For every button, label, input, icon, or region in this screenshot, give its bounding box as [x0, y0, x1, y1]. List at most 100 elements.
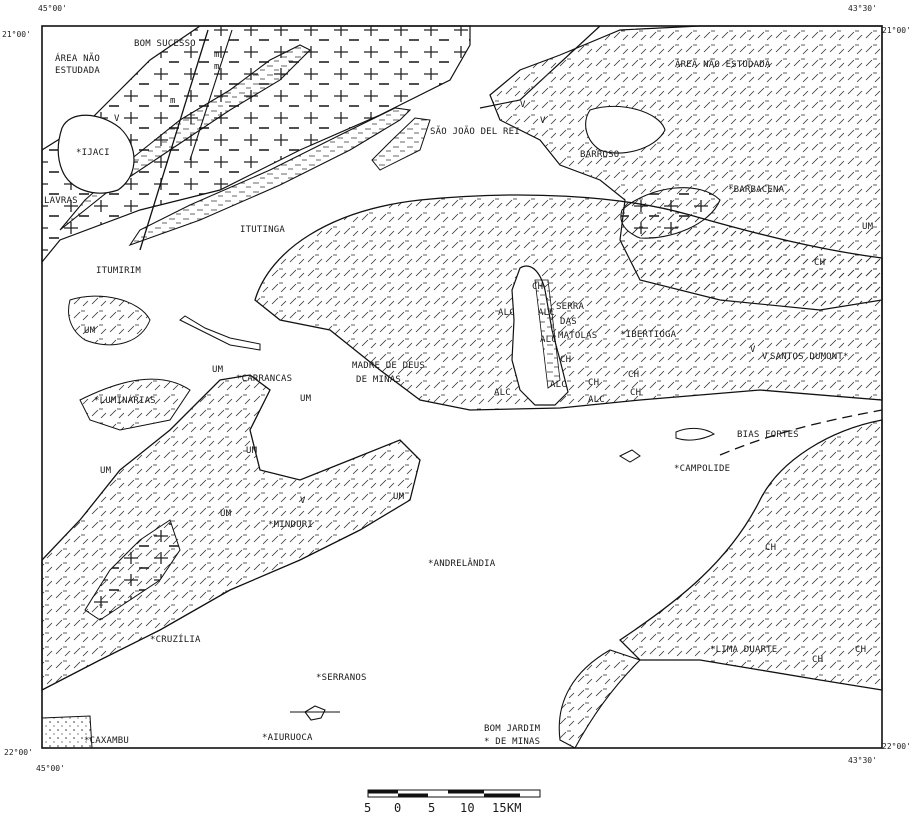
west-lobe — [68, 295, 151, 346]
corner-lat-top-right: 21°00' — [882, 26, 911, 35]
label-matolas: MATOLAS — [558, 331, 598, 341]
code-um-west: UM — [84, 326, 96, 336]
code-v-2: V — [520, 100, 526, 110]
code-ch-serra: CH — [532, 282, 544, 292]
label-serranos: *SERRANOS — [316, 673, 367, 683]
code-v-1: V — [114, 114, 120, 124]
sw-cross-lens — [84, 519, 181, 621]
code-m-3: m — [170, 96, 176, 106]
label-unstudied-area-right: ÁREA NÃO ESTUDADA — [675, 60, 771, 70]
label-madre-de-deus: MADRE DE DEUS — [352, 361, 426, 371]
se-dashed-boundary — [719, 409, 883, 456]
alc-strip — [534, 279, 561, 389]
code-um-east-carrancas: UM — [300, 394, 312, 404]
ijaci-outline — [57, 114, 135, 194]
label-barbacena: *BARBACENA — [728, 185, 785, 195]
code-ch-southeast-3: CH — [855, 645, 867, 655]
label-luminarias: *LUMINÁRIAS — [94, 396, 156, 406]
corner-lat-top-left: 21°00' — [2, 30, 31, 39]
label-serra: SERRA — [556, 302, 585, 312]
label-bom-sucesso: BOM SUCESSO — [134, 39, 196, 49]
label-de-minas-madre: DE MINAS — [356, 375, 401, 385]
label-sao-joao-del-rei: SÃO JOÃO DEL REI — [430, 127, 520, 137]
scale-bar — [367, 789, 541, 798]
code-ch-serra-2: CH — [560, 355, 572, 365]
code-alc-6: ALC — [588, 395, 605, 405]
scale-label-0: 0 — [394, 801, 402, 815]
cross-unit-nw — [41, 25, 471, 264]
code-m-2: m — [214, 62, 220, 72]
luminarias-tongue — [79, 378, 191, 431]
code-alc-4: ALC — [550, 380, 567, 390]
scale-label-10: 10 — [460, 801, 475, 815]
code-um-barbacena: UM — [862, 222, 874, 232]
central-arc — [254, 194, 883, 411]
label-barroso: BARROSO — [580, 150, 620, 160]
label-aiuruoca: *AIURUOCA — [262, 733, 313, 743]
label-lavras: LAVRAS — [44, 196, 78, 206]
code-alc-1: ALC — [498, 308, 515, 318]
code-ch-ibertioga-2: CH — [630, 388, 642, 398]
dashed-belt-1 — [59, 44, 311, 231]
label-lima-duarte: *LIMA DUARTE — [710, 645, 778, 655]
corner-lon-top-left: 45°00' — [38, 4, 67, 13]
label-ibertioga: *IBERTIOGA — [620, 330, 677, 340]
code-m-1: m — [214, 50, 220, 60]
label-ijaci: *IJACI — [76, 148, 110, 158]
label-minduri: *MINDURI — [268, 520, 313, 530]
code-v-3: V — [540, 116, 546, 126]
code-ch-serra-3: CH — [588, 378, 600, 388]
code-um-east: UM — [393, 492, 405, 502]
corner-lon-bottom-left: 45°00' — [36, 764, 65, 773]
fault-line-2 — [189, 29, 233, 161]
caxambu-patch — [41, 715, 93, 749]
code-um-luminarias: UM — [100, 466, 112, 476]
label-andrelandia: *ANDRELÂNDIA — [428, 559, 496, 569]
small-lens-2 — [675, 427, 715, 441]
code-ch-northeast: CH — [814, 258, 826, 268]
dashed-belt-2 — [128, 107, 412, 247]
scale-label-15km: 15KM — [492, 801, 522, 815]
label-unstudied-area-left-2: ESTUDADA — [55, 66, 100, 76]
code-um-carrancas: UM — [212, 365, 224, 375]
code-um-minduri: UM — [220, 509, 232, 519]
sw-belt — [41, 374, 421, 692]
corner-lon-top-right: 43°30' — [848, 4, 877, 13]
label-carrancas: *CARRANCAS — [236, 374, 293, 384]
small-lens-1 — [179, 315, 261, 351]
label-unstudied-area-left: ÁREA NÃO — [55, 54, 100, 64]
label-itutinga: ITUTINGA — [240, 225, 285, 235]
dashed-belt-3 — [371, 117, 431, 171]
se-belt — [618, 419, 883, 691]
code-ch-southeast-2: CH — [812, 655, 824, 665]
corner-lon-bottom-right: 43°30' — [848, 756, 877, 765]
corner-lat-bottom-right: 22°00' — [882, 742, 911, 751]
label-santos-dumont: SANTOS DUMONT* — [770, 352, 849, 362]
label-de-minas-bom-jardim: * DE MINAS — [484, 737, 541, 747]
label-caxambu: *CAXAMBU — [84, 736, 129, 746]
label-das: DAS — [560, 317, 577, 327]
code-ch-ibertioga: CH — [628, 370, 640, 380]
corner-lat-bottom-left: 22°00' — [4, 748, 33, 757]
scale-label-5-left: 5 — [364, 801, 372, 815]
code-alc-3: ALC — [540, 335, 557, 345]
code-v-4: V — [750, 345, 756, 355]
code-um-south-carrancas: UM — [246, 446, 258, 456]
label-bias-fortes: BIAS FORTES — [737, 430, 799, 440]
label-cruzilia: *CRUZÍLIA — [150, 635, 201, 645]
code-ch-southeast: CH — [765, 543, 777, 553]
code-v-6: V — [300, 496, 306, 506]
bom-jardim-tongue — [558, 649, 642, 749]
label-itumirim: ITUMIRIM — [96, 266, 141, 276]
code-v-5: V — [762, 352, 768, 362]
code-alc-5: ALC — [494, 388, 511, 398]
fault-line-1 — [139, 29, 209, 251]
barroso-inlier — [585, 105, 666, 154]
code-alc-2: ALC — [538, 308, 555, 318]
label-campolide: *CAMPOLIDE — [674, 464, 731, 474]
scale-label-5: 5 — [428, 801, 436, 815]
label-bom-jardim: BOM JARDIM — [484, 724, 541, 734]
campolide-mark — [618, 449, 641, 463]
